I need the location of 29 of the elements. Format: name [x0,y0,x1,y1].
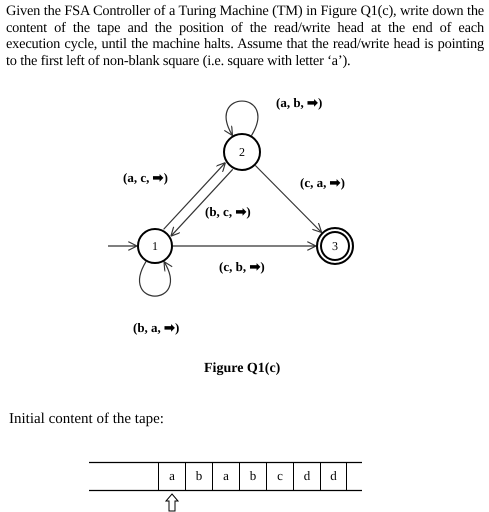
state-label: 2 [239,144,245,160]
state-circle [223,133,261,171]
edge-label: (b, a, ➡) [132,321,180,335]
edge-label: (c, b, ➡) [218,260,266,274]
state-circle [137,228,173,264]
tape-cell: d [320,462,347,490]
tape-cell: a [158,462,185,490]
tape-cell: b [185,462,212,490]
arrow [139,261,172,297]
tape-cell: a [212,462,239,490]
accept-state-circle [316,227,354,265]
edge-label: (a, c, ➡) [122,171,169,185]
arrow [108,240,138,252]
figure-caption: Figure Q1(c) [204,361,280,377]
edge-label: (b, c, ➡) [204,205,252,219]
state-label: 1 [152,238,158,254]
tape-cell: b [239,462,266,490]
state-label: 3 [332,238,338,254]
tape-cell: d [293,462,320,490]
arrow [170,168,234,237]
edge-label: (a, b, ➡) [275,96,324,110]
tape-cell: c [266,462,293,490]
arrow [163,162,226,230]
arrow [173,240,317,252]
tape-caption: Initial content of the tape: [9,411,164,428]
arrow [224,100,258,136]
question-text: Given the FSA Controller of a Turing Machine (TM) in Figure Q1(c), write down the content of the tape and the position of the read/write head at the end of each execution cycle, until the machine halts. Assume that the read/write head is pointing to the first left of non-blank square (i.e. square with letter ‘a’). [6,3,484,69]
arrow [254,165,322,234]
edge-label: (c, a, ➡) [299,176,346,190]
